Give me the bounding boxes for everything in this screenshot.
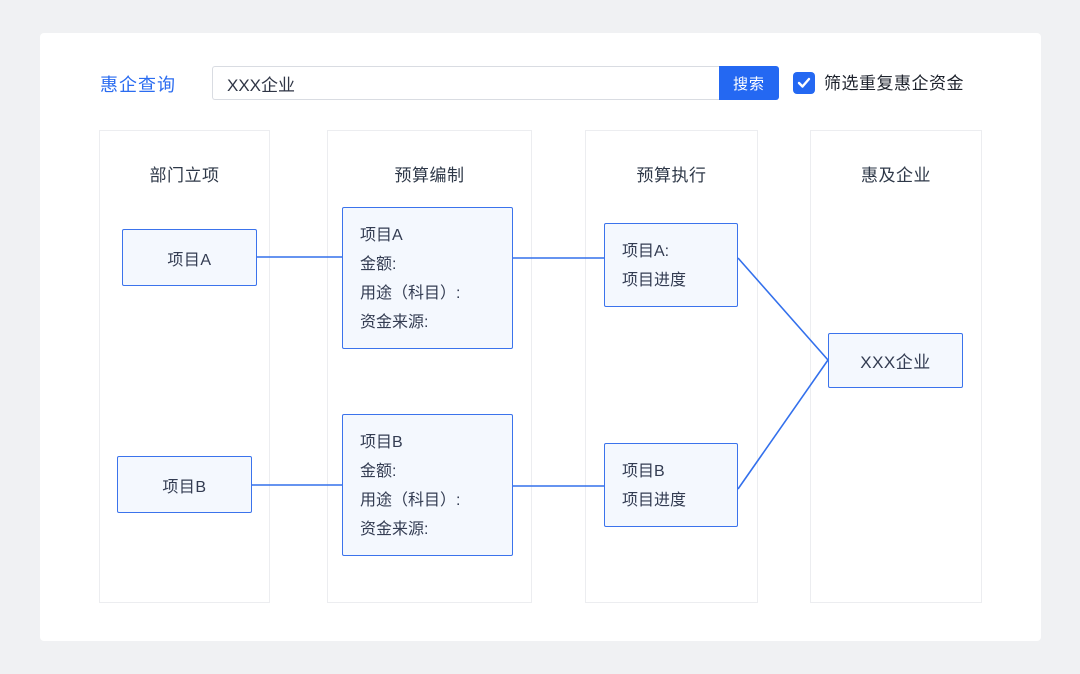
node-line: 金额: [360,256,397,273]
lane-department-initiation: 部门立项 [99,130,270,603]
node-line: 金额: [360,463,397,480]
node-exec-a[interactable]: 项目A: 项目进度 [604,223,738,307]
lane-budget-execution: 预算执行 [585,130,758,603]
checkmark-icon [797,77,811,88]
node-line: 项目进度 [622,492,687,509]
node-line: 项目B [360,434,403,451]
filter-duplicate-checkbox[interactable] [793,72,815,94]
lane-title: 预算执行 [636,166,707,185]
node-line: 用途（科目）: [360,492,461,509]
lane-title: 预算编制 [394,166,465,185]
search-input[interactable] [212,66,719,100]
node-line: 资金来源: [360,314,429,331]
search-button[interactable]: 搜索 [719,66,779,100]
filter-duplicate-label: 筛选重复惠企资金 [824,74,964,93]
node-line: 项目A [360,227,403,244]
node-enterprise[interactable]: XXX企业 [828,333,963,388]
lane-title: 部门立项 [149,166,220,185]
node-label: 项目A [167,251,212,269]
node-project-b[interactable]: 项目B [117,456,252,513]
main-card: 惠企查询 搜索 筛选重复惠企资金 部门立项 预算编制 预算执行 惠及企业 项目A… [40,33,1041,641]
node-line: 资金来源: [360,521,429,538]
node-line: 项目进度 [622,272,687,289]
node-label: XXX企业 [860,353,931,372]
node-line: 用途（科目）: [360,285,461,302]
lane-title: 惠及企业 [861,166,931,185]
node-line: 项目A: [622,243,670,260]
node-label: 项目B [162,478,207,496]
node-project-a[interactable]: 项目A [122,229,257,286]
node-budget-a[interactable]: 项目A 金额: 用途（科目）: 资金来源: [342,207,513,349]
query-title: 惠企查询 [100,75,176,95]
node-line: 项目B [622,463,665,480]
node-budget-b[interactable]: 项目B 金额: 用途（科目）: 资金来源: [342,414,513,556]
node-exec-b[interactable]: 项目B 项目进度 [604,443,738,527]
